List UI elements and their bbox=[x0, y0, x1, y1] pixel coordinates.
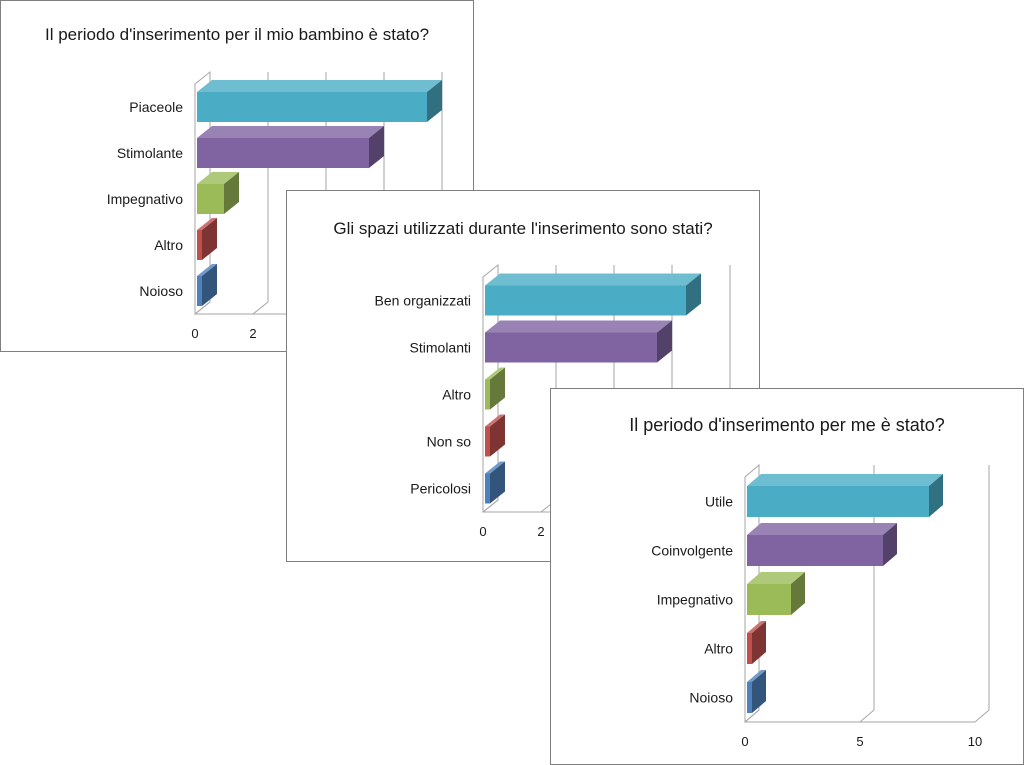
x-tick-label: 0 bbox=[741, 734, 748, 749]
x-tick-label: 0 bbox=[191, 326, 198, 341]
bar-top bbox=[747, 474, 943, 486]
bar-front bbox=[197, 230, 202, 260]
bar-side bbox=[202, 264, 217, 306]
bar-front bbox=[485, 426, 490, 457]
category-label: Non so bbox=[427, 434, 472, 450]
bar-top bbox=[485, 273, 701, 286]
bar-side bbox=[752, 621, 766, 664]
bar-top bbox=[747, 572, 805, 584]
bar-side bbox=[202, 218, 217, 260]
floor-gridline bbox=[194, 301, 211, 315]
x-tick-label: 2 bbox=[249, 326, 256, 341]
floor-gridline bbox=[252, 301, 269, 315]
bar-top bbox=[197, 264, 217, 276]
category-label: Impegnativo bbox=[107, 191, 183, 207]
bar-top bbox=[485, 320, 672, 333]
bar-side bbox=[427, 80, 442, 122]
category-label: Ben organizzati bbox=[374, 293, 471, 309]
category-label: Altro bbox=[154, 237, 183, 253]
bar-chart-parent-period: 0 5 10 UtileCoinvolgenteImpegnativoAltroNoi… bbox=[651, 463, 990, 749]
bar-side bbox=[929, 474, 943, 517]
category-label: Coinvolgente bbox=[651, 543, 733, 559]
category-label: Stimolante bbox=[117, 145, 183, 161]
chart-panel-spaces: Gli spazi utilizzati durante l'inserimen… bbox=[286, 190, 760, 562]
bar-side bbox=[883, 523, 897, 566]
bar-front bbox=[747, 486, 929, 517]
x-tick-label: 0 bbox=[479, 524, 486, 539]
floor-gridline bbox=[744, 709, 760, 723]
floor-gridline bbox=[482, 499, 499, 513]
category-label: Noioso bbox=[689, 690, 733, 706]
bar-top bbox=[197, 126, 384, 138]
bar-top bbox=[197, 80, 442, 92]
bar-top bbox=[197, 172, 239, 184]
bar-front bbox=[197, 138, 369, 168]
bar-side bbox=[490, 414, 505, 457]
bar-chart-child-period: 0246810PiaceoleStimolanteImpegnativoAltr… bbox=[107, 70, 473, 341]
bar-front bbox=[485, 285, 686, 316]
bar-front bbox=[197, 276, 202, 306]
bar-front bbox=[747, 535, 883, 566]
category-label: Noioso bbox=[139, 283, 183, 299]
bar-top bbox=[197, 218, 217, 230]
chart-title: Gli spazi utilizzati durante l'inserimen… bbox=[333, 219, 713, 238]
bar-front bbox=[197, 184, 224, 214]
bar-front bbox=[747, 633, 752, 664]
bar-side bbox=[369, 126, 384, 168]
bar-side bbox=[490, 461, 505, 504]
bar-front bbox=[485, 379, 490, 410]
chart-panel-child-period: Il periodo d'inserimento per il mio bamb… bbox=[0, 0, 474, 352]
bar-top bbox=[485, 367, 505, 380]
category-label: Stimolanti bbox=[410, 340, 471, 356]
bar-top bbox=[485, 414, 505, 427]
bar-side bbox=[791, 572, 805, 615]
bar-top bbox=[485, 461, 505, 474]
category-label: Altro bbox=[704, 641, 733, 657]
chart-title: Il periodo d'inserimento per me è stato? bbox=[629, 415, 945, 435]
category-label: Impegnativo bbox=[657, 592, 733, 608]
bar-top bbox=[747, 523, 897, 535]
category-label: Altro bbox=[442, 387, 471, 403]
chart-title: Il periodo d'inserimento per il mio bamb… bbox=[44, 25, 430, 44]
category-label: Pericolosi bbox=[410, 481, 471, 497]
floor-gridline bbox=[974, 709, 990, 723]
x-tick-label: 2 bbox=[537, 524, 544, 539]
bar-top bbox=[747, 621, 766, 633]
bar-front bbox=[485, 473, 490, 504]
category-label: Piaceole bbox=[129, 99, 183, 115]
x-tick-label: 10 bbox=[968, 734, 982, 749]
bar-side bbox=[490, 367, 505, 410]
bar-side bbox=[224, 172, 239, 214]
bar-top bbox=[747, 670, 766, 682]
floor-gridline bbox=[859, 709, 875, 723]
bar-side bbox=[657, 320, 672, 363]
bar-front bbox=[485, 332, 657, 363]
bar-side bbox=[752, 670, 766, 713]
bar-front bbox=[197, 92, 427, 122]
x-tick-label: 5 bbox=[856, 734, 863, 749]
chart-panel-parent-period: Il periodo d'inserimento per me è stato?… bbox=[550, 388, 1024, 765]
bar-side bbox=[686, 273, 701, 316]
category-label: Utile bbox=[705, 494, 733, 510]
bar-front bbox=[747, 584, 791, 615]
bar-front bbox=[747, 682, 752, 713]
